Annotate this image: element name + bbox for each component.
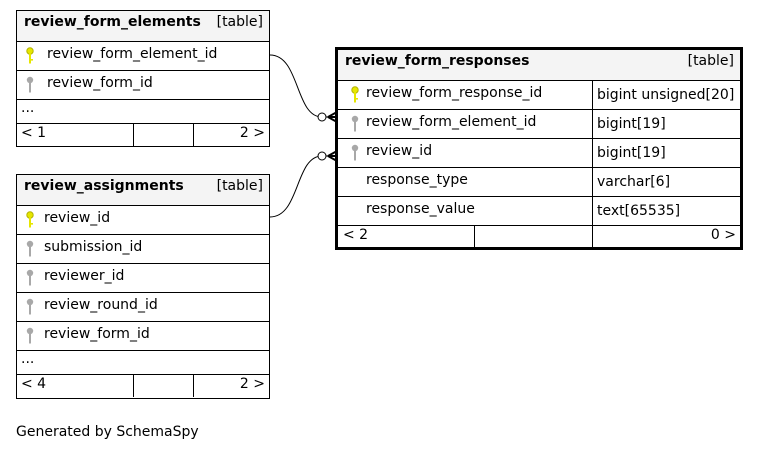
table-header[interactable]: review_assignments [table] (17, 175, 269, 205)
column-row[interactable]: review_id bigint[19] (338, 138, 740, 167)
table-title: review_form_responses (345, 53, 530, 69)
foreign-key-icon (26, 327, 34, 344)
children-count-cell[interactable]: 2 > (193, 124, 269, 146)
footer-spacer-cell (133, 375, 193, 397)
generated-by-caption: Generated by SchemaSpy (16, 424, 199, 440)
parents-count-cell[interactable]: < 4 (17, 375, 133, 397)
children-count: 2 > (239, 376, 265, 392)
foreign-key-icon (351, 144, 359, 161)
table-review-form-responses[interactable]: review_form_responses [table] review_for… (335, 47, 743, 250)
column-name: review_form_element_id (47, 46, 218, 62)
footer-spacer-cell (474, 226, 592, 247)
parents-count-cell[interactable]: < 2 (338, 226, 474, 247)
table-title: review_assignments (24, 178, 184, 194)
column-row[interactable]: response_value text[65535] (338, 196, 740, 225)
table-footer: < 4 2 > (17, 374, 269, 397)
parents-count: < 4 (21, 376, 47, 392)
column-row[interactable]: review_form_element_id bigint[19] (338, 109, 740, 138)
column-row[interactable]: submission_id (17, 234, 269, 263)
table-footer: < 2 0 > (338, 225, 740, 247)
column-type: text[65535] (592, 197, 680, 225)
table-kind-label: [table] (687, 53, 734, 69)
primary-key-icon (26, 211, 34, 228)
column-type: varchar[6] (592, 168, 670, 196)
column-row[interactable]: response_type varchar[6] (338, 167, 740, 196)
table-kind-label: [table] (216, 14, 263, 30)
children-count-cell[interactable]: 0 > (592, 226, 740, 247)
column-name: review_form_element_id (366, 114, 537, 130)
children-count-cell[interactable]: 2 > (193, 375, 269, 397)
table-title: review_form_elements (24, 14, 201, 30)
column-row[interactable]: reviewer_id (17, 263, 269, 292)
column-type: bigint unsigned[20] (592, 81, 734, 109)
column-row[interactable]: review_form_id (17, 70, 269, 99)
table-header[interactable]: review_form_responses [table] (338, 50, 740, 80)
column-name: review_form_id (47, 75, 153, 91)
table-review-form-elements[interactable]: review_form_elements [table] review_form… (16, 10, 270, 147)
relationship-line-element (269, 54, 336, 118)
table-review-assignments[interactable]: review_assignments [table] review_id sub… (16, 174, 270, 399)
more-columns-row: ... (17, 350, 269, 374)
column-name: review_id (44, 210, 111, 226)
footer-spacer-cell (133, 124, 193, 146)
column-type: bigint[19] (592, 110, 666, 138)
parents-count: < 1 (21, 125, 47, 141)
more-columns-ellipsis: ... (21, 351, 35, 367)
table-header[interactable]: review_form_elements [table] (17, 11, 269, 41)
parents-count: < 2 (343, 227, 369, 243)
column-row[interactable]: review_id (17, 205, 269, 234)
table-footer: < 1 2 > (17, 123, 269, 146)
relationship-optional-marker (317, 151, 327, 161)
table-kind-label: [table] (216, 178, 263, 194)
more-columns-row: ... (17, 99, 269, 123)
foreign-key-icon (26, 269, 34, 286)
relationship-optional-marker (317, 112, 327, 122)
column-name: reviewer_id (44, 268, 125, 284)
column-name: response_type (366, 172, 468, 188)
parents-count-cell[interactable]: < 1 (17, 124, 133, 146)
column-name: review_id (366, 143, 433, 159)
column-row[interactable]: review_form_element_id (17, 41, 269, 70)
children-count: 2 > (239, 125, 265, 141)
column-name: review_round_id (44, 297, 158, 313)
primary-key-icon (351, 86, 359, 103)
column-row[interactable]: review_form_response_id bigint unsigned[… (338, 80, 740, 109)
column-name: review_form_id (44, 326, 150, 342)
column-row[interactable]: review_round_id (17, 292, 269, 321)
column-type: bigint[19] (592, 139, 666, 167)
primary-key-icon (26, 47, 34, 64)
relationship-line-review (269, 155, 336, 218)
column-name: review_form_response_id (366, 85, 543, 101)
foreign-key-icon (26, 76, 34, 93)
foreign-key-icon (26, 240, 34, 257)
column-row[interactable]: review_form_id (17, 321, 269, 350)
more-columns-ellipsis: ... (21, 100, 35, 116)
column-name: response_value (366, 201, 475, 217)
foreign-key-icon (26, 298, 34, 315)
children-count: 0 > (710, 227, 736, 243)
column-name: submission_id (44, 239, 143, 255)
foreign-key-icon (351, 115, 359, 132)
